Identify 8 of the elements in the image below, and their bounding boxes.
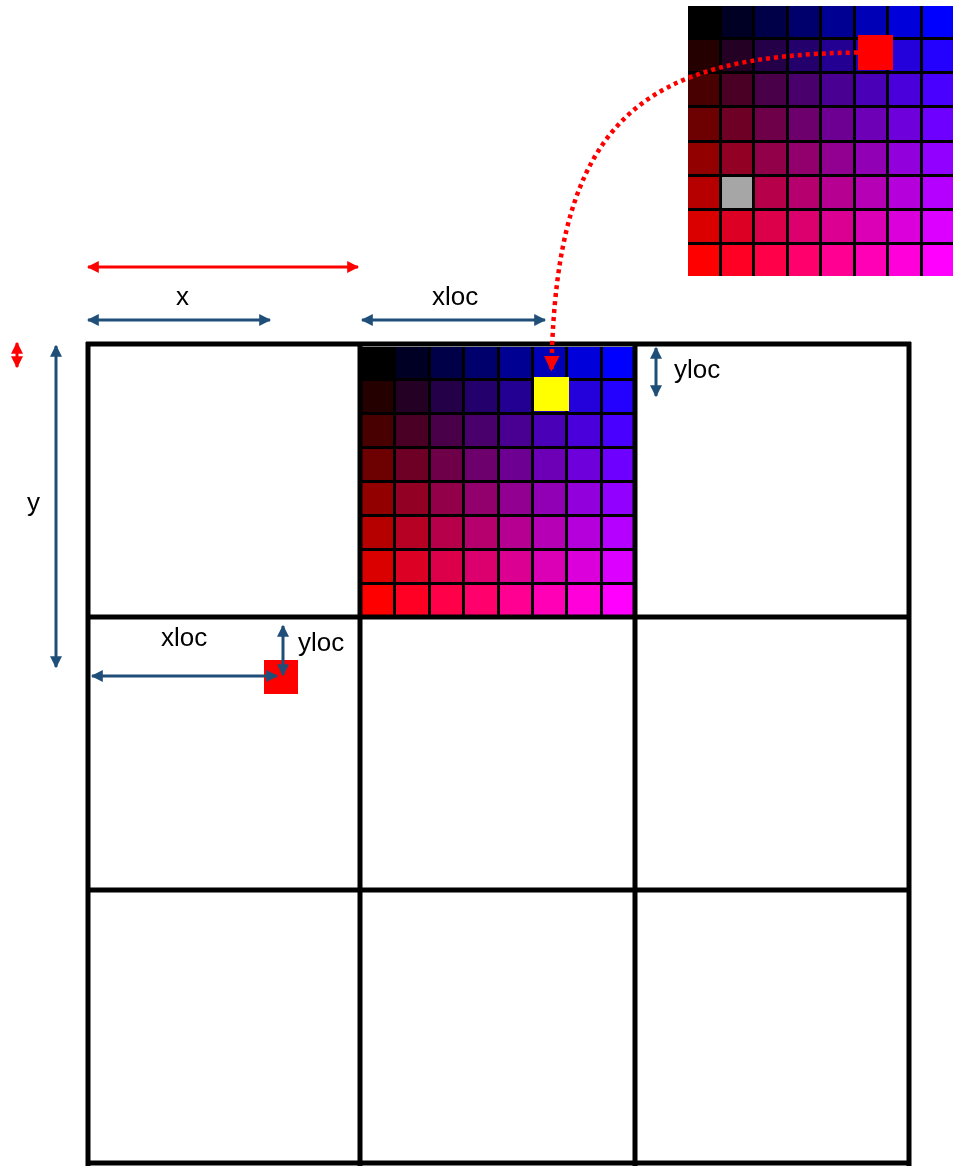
highlighted-pixel xyxy=(534,377,569,411)
dimension-label: y xyxy=(27,489,40,515)
dimension-label: yloc xyxy=(298,629,345,655)
dimension-label: yloc xyxy=(674,356,721,382)
dimension-label: xloc xyxy=(161,624,208,650)
dimension-label: xloc xyxy=(432,283,479,309)
highlighted-pixel xyxy=(858,35,893,70)
dimension-label: x xyxy=(176,283,189,309)
